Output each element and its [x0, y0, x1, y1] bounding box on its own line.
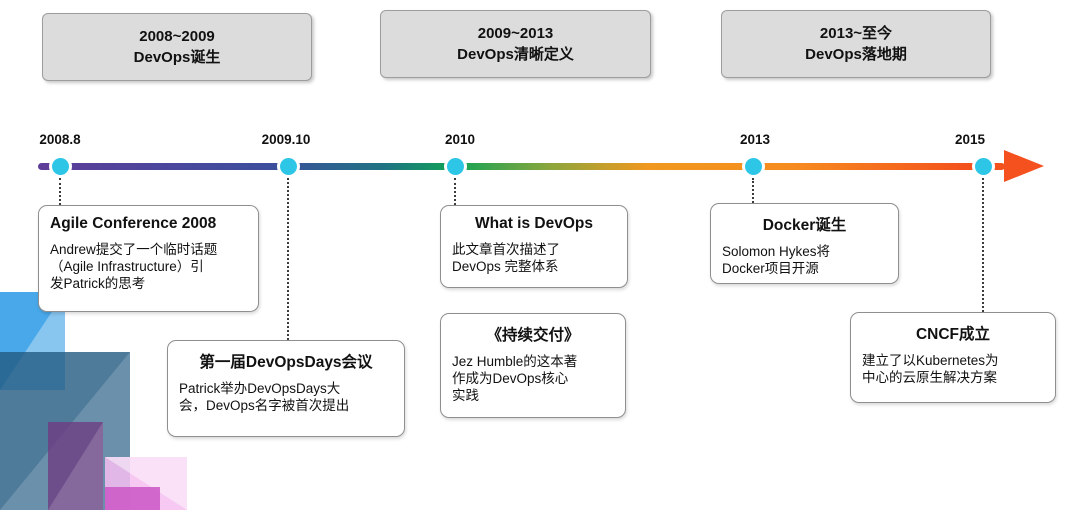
phase-box-definition: 2009~2013 DevOps清晰定义	[380, 10, 651, 78]
event-box-what-is-devops: What is DevOps 此文章首次描述了 DevOps 完整体系	[440, 205, 628, 288]
timeline-connector	[752, 178, 754, 203]
timeline-dot	[52, 158, 69, 175]
timeline-gradient-bar	[38, 163, 1005, 170]
event-title: Docker诞生	[762, 217, 847, 234]
event-body: Jez Humble的这本著 作成为DevOps核心 实践	[452, 354, 578, 403]
phase-title: DevOps诞生	[133, 49, 221, 66]
event-box-devopsdays: 第一届DevOpsDays会议 Patrick举办DevOpsDays大 会，D…	[167, 340, 405, 437]
phase-box-adoption: 2013~至今 DevOps落地期	[721, 10, 991, 78]
event-body: Andrew提交了一个临时话题 （Agile Infrastructure）引 …	[50, 242, 218, 291]
event-body: Patrick举办DevOpsDays大 会，DevOps名字被首次提出	[179, 381, 350, 413]
timeline-dot	[975, 158, 992, 175]
phase-period: 2009~2013	[477, 25, 554, 42]
timeline-arrowhead-icon	[1004, 150, 1044, 182]
timeline-dot	[280, 158, 297, 175]
phase-title: DevOps清晰定义	[457, 46, 574, 63]
event-title: 《持续交付》	[486, 327, 580, 344]
phase-box-birth: 2008~2009 DevOps诞生	[42, 13, 312, 81]
timeline-dot	[447, 158, 464, 175]
event-box-cncf: CNCF成立 建立了以Kubernetes为 中心的云原生解决方案	[850, 312, 1056, 403]
timeline-date-2013: 2013	[739, 132, 771, 147]
phase-title: DevOps落地期	[805, 46, 907, 63]
phase-period: 2013~至今	[819, 25, 893, 42]
event-box-agile-conference: Agile Conference 2008 Andrew提交了一个临时话题 （A…	[38, 205, 259, 312]
phase-period: 2008~2009	[139, 28, 215, 45]
timeline-connector	[982, 178, 984, 312]
event-title: Agile Conference 2008	[50, 215, 217, 232]
timeline-date-2015: 2015	[954, 132, 986, 147]
decoration-cubes	[0, 292, 187, 510]
event-title: What is DevOps	[475, 215, 593, 232]
event-box-continuous-delivery: 《持续交付》 Jez Humble的这本著 作成为DevOps核心 实践	[440, 313, 626, 418]
timeline-date-2010: 2010	[444, 132, 476, 147]
timeline-connector	[287, 178, 289, 340]
timeline-connector	[454, 178, 456, 205]
event-title: CNCF成立	[915, 326, 991, 343]
event-body: 此文章首次描述了 DevOps 完整体系	[452, 242, 560, 274]
timeline-date-2008-8: 2008.8	[39, 132, 81, 147]
timeline-dot	[745, 158, 762, 175]
event-box-docker: Docker诞生 Solomon Hykes将 Docker项目开源	[710, 203, 899, 284]
timeline-date-2009-10: 2009.10	[261, 132, 311, 147]
event-body: Solomon Hykes将 Docker项目开源	[722, 244, 831, 276]
event-title: 第一届DevOpsDays会议	[199, 354, 373, 371]
timeline-connector	[59, 178, 61, 205]
event-body: 建立了以Kubernetes为 中心的云原生解决方案	[862, 353, 999, 385]
